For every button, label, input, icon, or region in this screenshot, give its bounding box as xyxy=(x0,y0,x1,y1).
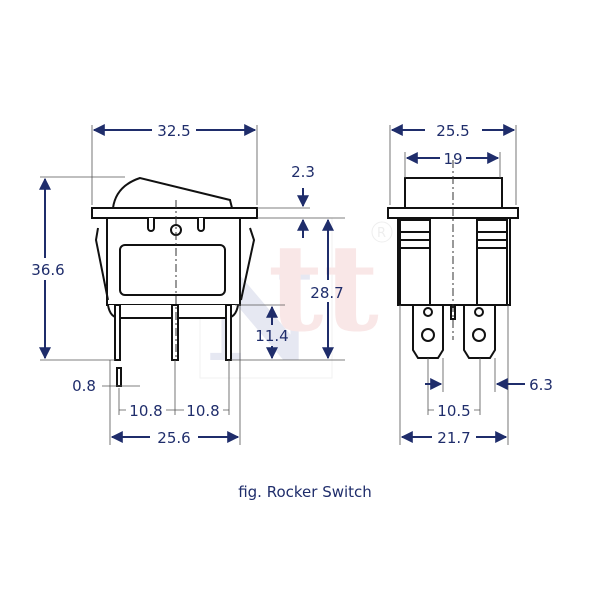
dim-terminal-width: 6.3 xyxy=(529,376,553,394)
right-block xyxy=(476,219,508,306)
dim-cap-width: 19 xyxy=(443,150,462,168)
dim-flange-thickness: 2.3 xyxy=(291,163,315,181)
pin-section xyxy=(116,367,122,387)
dim-terminal-pitch: 10.5 xyxy=(437,402,470,420)
housing-slots xyxy=(147,218,205,232)
spring-clips xyxy=(94,227,256,301)
svg-text:tt: tt xyxy=(268,218,379,359)
dim-overall-height: 36.6 xyxy=(31,261,64,279)
dim-front-body-width: 21.7 xyxy=(437,429,470,447)
dim-pin-pitch-right: 10.8 xyxy=(186,402,219,420)
dim-overall-width: 32.5 xyxy=(157,122,190,140)
lamp-window xyxy=(119,244,226,296)
dim-pin-thickness: 0.8 xyxy=(72,377,96,395)
pin-left xyxy=(114,304,121,361)
flange xyxy=(91,207,258,219)
left-block xyxy=(399,219,431,306)
pin-right xyxy=(225,304,232,361)
dim-flange-width: 25.5 xyxy=(436,122,469,140)
dim-pin-pitch-left: 10.8 xyxy=(129,402,162,420)
watermark-logo: N tt R xyxy=(199,217,393,389)
front-view xyxy=(387,124,525,445)
dim-body-height: 28.7 xyxy=(310,284,343,302)
svg-text:R: R xyxy=(377,226,386,241)
dim-pin-length: 11.4 xyxy=(255,327,288,345)
side-view xyxy=(39,124,345,445)
rocker-actuator xyxy=(111,176,234,209)
figure-caption: fig. Rocker Switch xyxy=(238,483,372,501)
pin-center xyxy=(171,304,179,361)
dim-body-width: 25.6 xyxy=(157,429,190,447)
